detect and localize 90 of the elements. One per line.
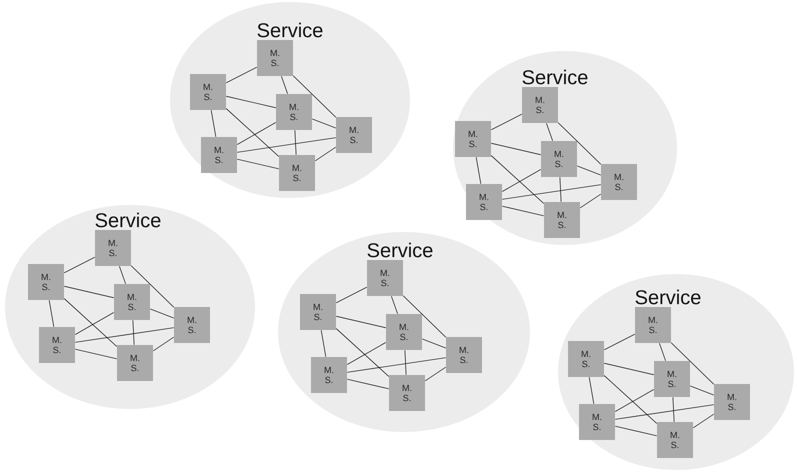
service-box: M. S. [654,361,690,397]
connector-line [490,114,522,130]
connector-line [588,376,594,404]
service-box: M. S. [39,327,75,363]
connector-line [424,366,446,382]
service-box: M. S. [389,375,425,411]
connector-line [672,396,674,422]
service-box: M. S. [117,345,153,381]
connector-line [336,286,368,304]
connector-line [502,169,542,192]
service-box: M. S. [114,284,150,320]
service-box: M. S. [635,307,671,343]
connector-line [502,184,602,200]
connector-line [152,336,174,352]
service-box: M. S. [311,357,347,393]
connector-line [692,414,714,428]
connector-line [119,266,126,284]
connector-line [659,342,666,362]
service-box: M. S. [386,314,422,350]
connector-line [546,122,553,142]
connector-line [614,404,714,420]
connector-line [402,295,446,338]
connector-line [64,256,96,274]
connector-line [336,316,386,328]
connector-line [130,265,174,308]
service-box: M. S. [174,307,210,343]
connector-line [346,357,446,373]
connector-line [391,296,398,314]
connector-line [226,96,276,108]
connector-line [226,66,258,84]
service-box: M. S. [522,87,558,123]
connector-line [210,110,216,138]
service-box: M. S. [276,94,312,130]
connector-line [670,342,714,385]
connector-line [312,118,336,128]
connector-line [576,166,602,176]
service-box: M. S. [466,184,502,220]
connector-line [236,122,276,145]
service-box: M. S. [657,422,693,458]
connector-line [64,286,114,298]
connector-line [346,378,390,390]
service-box: M. S. [601,164,637,200]
connector-line [336,328,390,377]
connector-line [346,342,386,365]
connector-line [580,194,602,208]
connector-line [604,334,636,350]
connector-line [226,108,280,157]
connector-line [690,386,714,396]
service-box: M. S. [95,230,131,266]
connector-line [292,75,336,118]
connector-line [320,330,326,358]
connector-line [74,327,174,343]
connector-line [132,320,134,346]
service-box: M. S. [714,384,750,420]
service-box: M. S. [541,141,577,177]
service-box: M. S. [568,341,604,377]
connector-line [560,176,562,202]
connector-line [614,426,658,436]
connector-line [150,308,174,318]
connector-line [558,122,602,165]
connector-line [74,312,114,335]
service-box: M. S. [190,74,226,110]
connector-line [422,338,446,348]
connector-line [74,348,118,360]
connector-line [604,375,658,424]
connector-line [314,146,336,162]
service-box: M. S. [279,155,315,191]
service-box: M. S. [446,337,482,373]
connector-line [490,142,542,156]
service-box: M. S. [257,40,293,76]
connector-line [64,298,118,347]
connector-line [502,206,544,216]
connector-line [236,137,336,153]
service-box: M. S. [300,294,336,330]
connector-line [236,158,280,170]
service-box: M. S. [367,260,403,296]
service-box: M. S. [201,137,237,173]
connector-line [294,130,296,156]
service-box: M. S. [28,264,64,300]
service-box: M. S. [336,117,372,153]
connector-line [476,156,482,184]
connector-line [604,362,654,376]
connector-line [404,350,406,376]
service-box: M. S. [579,404,615,440]
service-box: M. S. [544,202,580,238]
connector-line [48,300,54,328]
connector-line [490,155,544,204]
connector-line [614,389,654,412]
connector-line [281,76,288,94]
service-box: M. S. [455,121,491,157]
